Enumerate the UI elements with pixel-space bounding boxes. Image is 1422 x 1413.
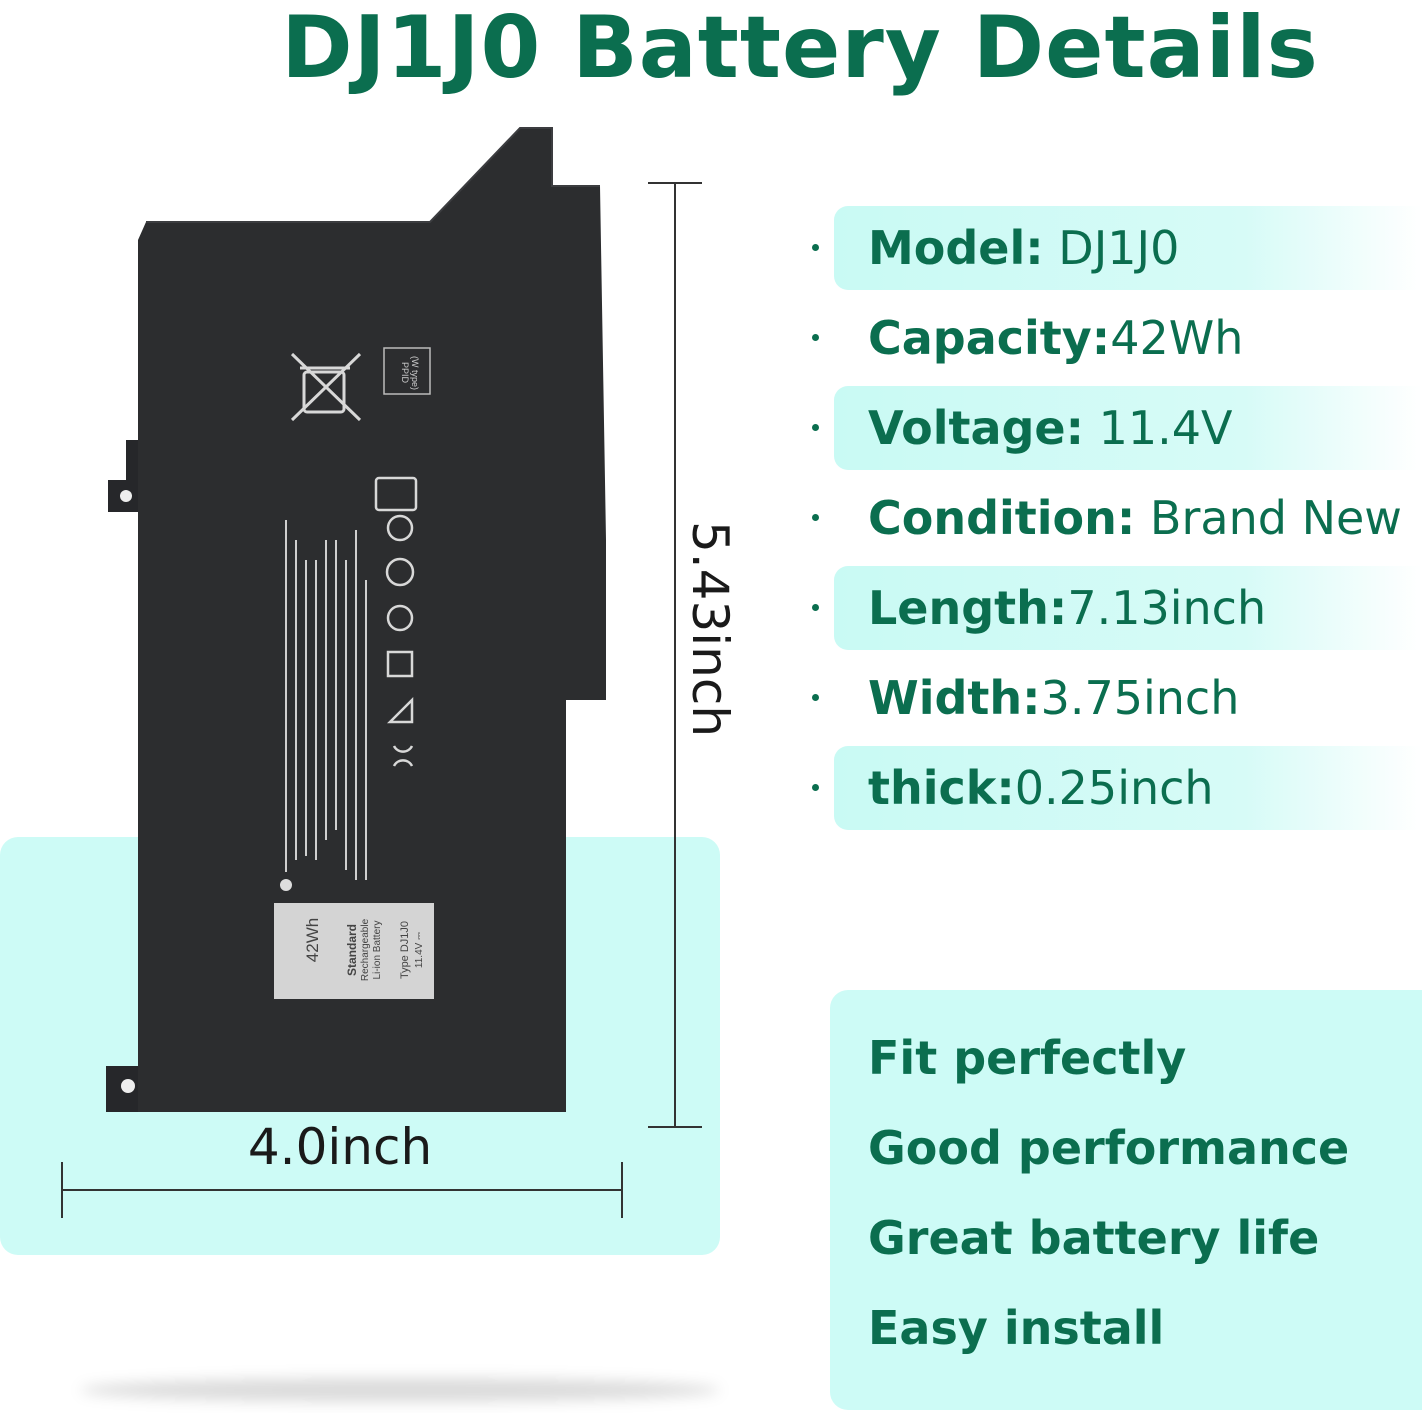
target-icon [385,557,415,587]
spec-label: Condition: [868,491,1136,545]
spec-label: Capacity: [868,311,1111,365]
spec-row-condition: Condition: Brand New [800,476,1422,560]
bullet-icon [812,334,819,341]
pack-icon [386,650,414,678]
bullet-icon [812,244,819,251]
spec-row-thick: thick:0.25inch [800,746,1422,830]
spec-label: Model: [868,221,1044,275]
bullet-icon [812,604,819,611]
feature-performance: Good performance [868,1121,1350,1175]
battery-body [138,128,606,1112]
label-line-liion: Li-ion Battery [372,921,383,980]
label-voltage: 11.4V ⎓ [414,932,425,968]
bullet-icon [812,424,819,431]
spec-value: 0.25inch [1014,761,1214,815]
ppid-sub-label: (W type) [410,356,420,390]
spec-label: Length: [868,581,1068,635]
battery-spec-label [274,903,434,999]
label-line-rechargeable: Rechargeable [360,918,371,981]
weee-bin-icon [290,352,362,422]
spec-value: Brand New [1135,491,1402,545]
spec-row-length: Length:7.13inch [800,566,1422,650]
label-type: Type DJ1J0 [399,921,411,979]
spec-value: 7.13inch [1067,581,1267,635]
spec-value: 3.75inch [1040,671,1240,725]
spec-row-voltage: Voltage: 11.4V [800,386,1422,470]
feature-install: Easy install [868,1301,1165,1355]
label-line-standard: Standard [345,924,359,976]
bullet-icon [812,514,819,521]
width-dimension-label: 4.0inch [247,1118,433,1176]
label-capacity: 42Wh [303,918,322,962]
battery-shadow [80,1378,720,1402]
feature-battery-life: Great battery life [868,1211,1320,1265]
warning-triangle-icon [386,696,414,724]
ppid-label: PPID [400,362,410,384]
power-icon [386,514,414,542]
features-panel: Fit perfectly Good performance Great bat… [830,990,1422,1410]
bullet-icon [812,694,819,701]
ce-mark-icon [392,745,414,767]
spec-label: thick: [868,761,1015,815]
spec-row-capacity: Capacity:42Wh [800,296,1422,380]
height-dimension-label: 5.43inch [681,520,739,738]
spec-value: DJ1J0 [1043,221,1180,275]
cycle-icon [386,604,414,632]
spec-row-width: Width:3.75inch [800,656,1422,740]
page-title: DJ1J0 Battery Details [281,0,1319,98]
caution-text-lines [285,520,367,880]
spec-label: Width: [868,671,1041,725]
spec-label: Voltage: [868,401,1085,455]
spec-list: Model: DJ1J0 Capacity:42Wh Voltage: 11.4… [800,206,1422,836]
feature-fit: Fit perfectly [868,1031,1187,1085]
width-dimension-line [61,1162,623,1218]
spec-row-model: Model: DJ1J0 [800,206,1422,290]
bullet-icon [812,784,819,791]
height-dimension-line [648,182,702,1128]
recycle-icon [374,476,418,512]
info-icon [280,879,292,891]
spec-value: 42Wh [1110,311,1244,365]
spec-value: 11.4V [1084,401,1233,455]
